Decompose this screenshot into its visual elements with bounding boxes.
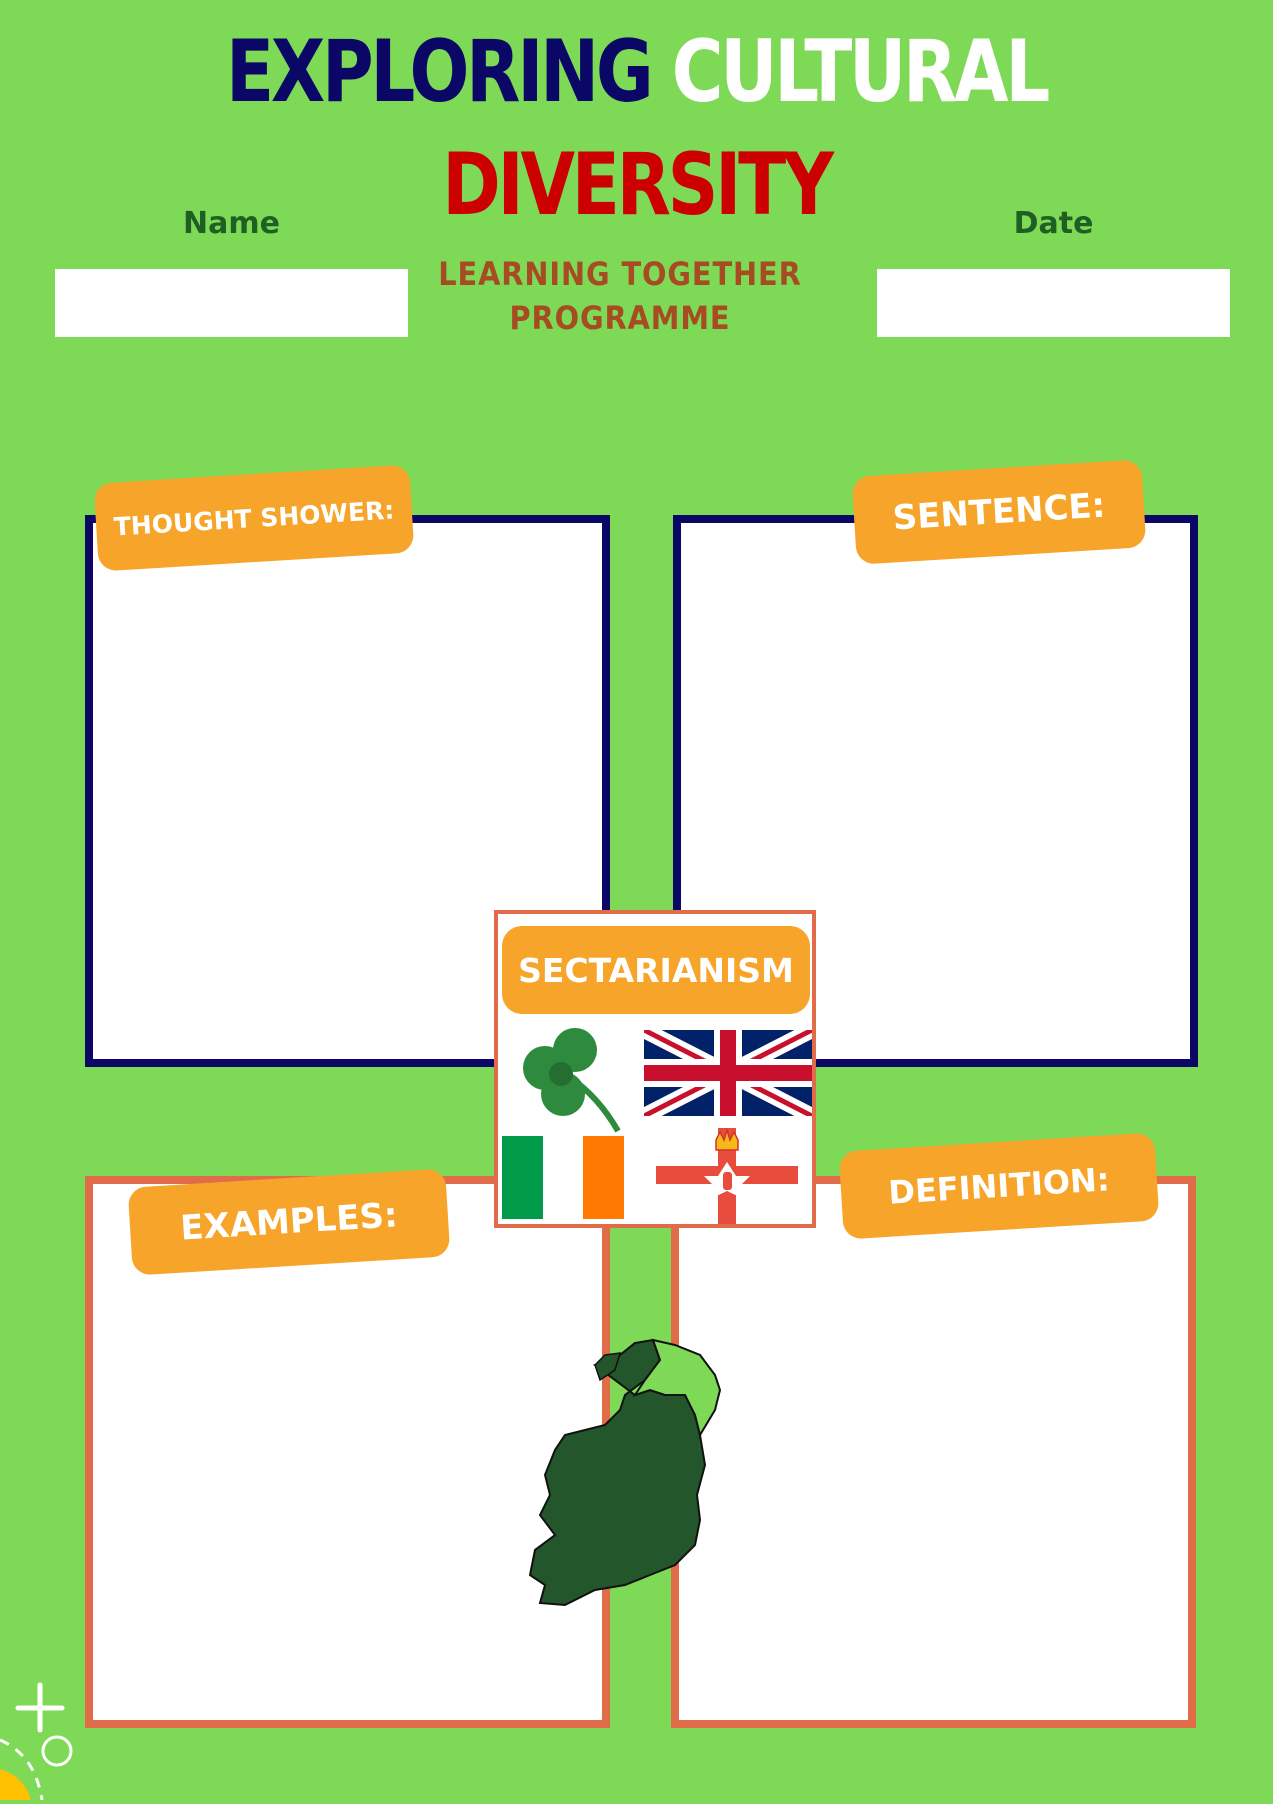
decorative-shapes: [0, 1660, 150, 1804]
name-field[interactable]: [55, 269, 408, 337]
date-field[interactable]: [877, 269, 1230, 337]
sectarianism-tag: SECTARIANISM: [502, 926, 810, 1014]
sectarianism-card: SECTARIANISM: [494, 910, 816, 1228]
ireland-map-icon: [525, 1335, 750, 1615]
ulster-banner-flag-icon: [656, 1127, 798, 1224]
sentence-label: SENTENCE:: [891, 485, 1107, 539]
shamrock-icon: [513, 1026, 628, 1136]
ireland-flag-icon: [502, 1136, 624, 1219]
subtitle: LEARNING TOGETHER PROGRAMME: [413, 252, 827, 340]
page-title-line1: EXPLORING CULTURAL: [115, 22, 1159, 122]
title-cultural: CULTURAL: [671, 22, 1051, 122]
sun-shape: [0, 1769, 32, 1804]
circle-icon: [41, 1735, 73, 1767]
definition-label: DEFINITION:: [887, 1160, 1111, 1212]
date-label: Date: [1013, 206, 1094, 241]
thought-shower-label: THOUGHT SHOWER:: [112, 494, 396, 542]
name-label: Name: [183, 206, 280, 241]
sectarianism-label: SECTARIANISM: [518, 950, 794, 990]
plus-icon: [15, 1682, 65, 1733]
title-exploring: EXPLORING: [225, 22, 654, 122]
title-diversity: DIVERSITY: [442, 135, 834, 235]
sentence-tag: SENTENCE:: [851, 459, 1147, 565]
examples-label: EXAMPLES:: [179, 1195, 399, 1249]
subtitle-line2: PROGRAMME: [509, 299, 731, 337]
subtitle-line1: LEARNING TOGETHER: [438, 255, 802, 293]
page-title-line2: DIVERSITY: [115, 135, 1159, 235]
union-jack-flag-icon: [640, 1022, 816, 1124]
